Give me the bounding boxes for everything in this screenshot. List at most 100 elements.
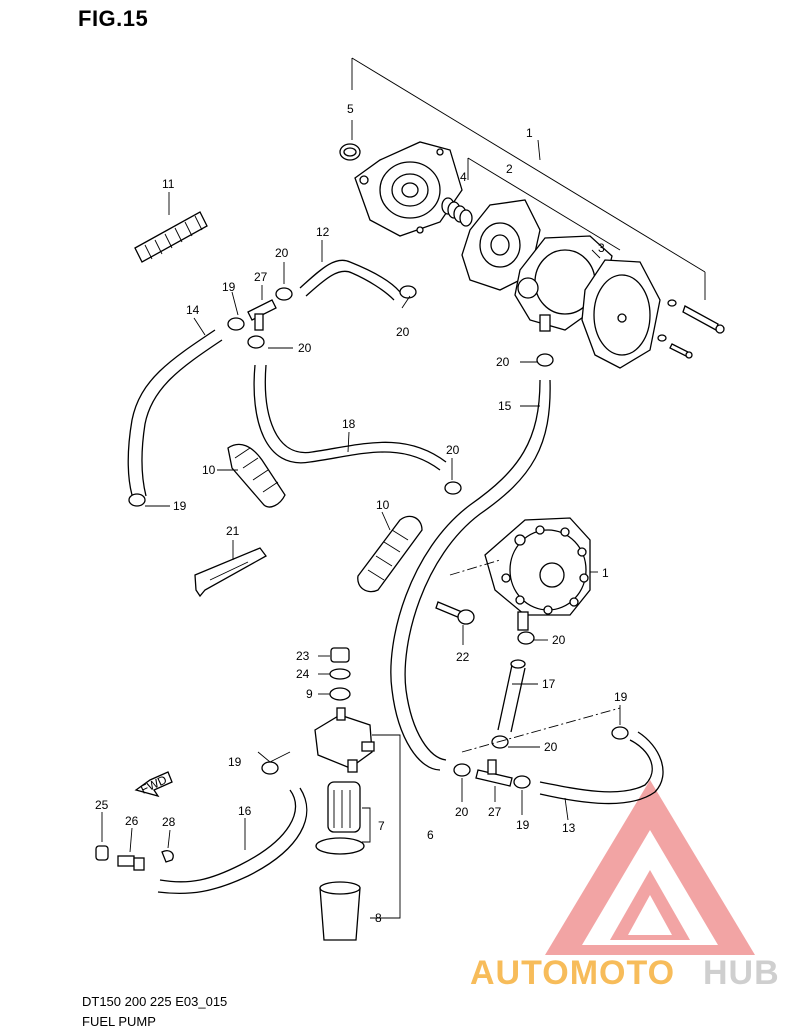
callout-20: 20 [455, 805, 469, 819]
hose-end [510, 659, 526, 669]
protector-sleeve-part-10 [227, 443, 286, 508]
callout-19: 19 [222, 280, 236, 294]
callout-20: 20 [396, 325, 410, 339]
callout-6: 6 [427, 828, 434, 842]
hose-part-18 [253, 364, 441, 471]
pump-back-cover [581, 259, 661, 369]
hose-clamp [517, 631, 535, 645]
o-ring-part-9 [329, 687, 351, 701]
hose-clamp [261, 761, 279, 775]
callout-8: 8 [375, 911, 382, 925]
o-ring-inner [343, 147, 357, 157]
hose-part-13-edge [539, 731, 664, 805]
leader-19 [257, 751, 291, 763]
fuel-pump-assembly [484, 517, 591, 631]
hose-clamp [444, 481, 462, 495]
callout-19: 19 [516, 818, 530, 832]
callout-4: 4 [460, 170, 467, 184]
hose-part-12 [299, 259, 401, 293]
callout-27: 27 [488, 805, 502, 819]
callout-7: 7 [378, 819, 385, 833]
callout-22: 22 [456, 650, 470, 664]
hose-part-13 [539, 739, 653, 793]
callout-20: 20 [496, 355, 510, 369]
hose-clamp [611, 726, 629, 740]
callout-17: 17 [542, 677, 556, 691]
callout-12: 12 [316, 225, 330, 239]
callout-10: 10 [376, 498, 390, 512]
hose-clamp [536, 353, 554, 367]
callout-20: 20 [552, 633, 566, 647]
callout-1: 1 [526, 126, 533, 140]
bracket-part-21 [194, 547, 267, 598]
t-joint-part-27 [227, 299, 277, 349]
hose-clamp [128, 493, 146, 507]
hose-part-15-edge [404, 379, 551, 761]
callout-26: 26 [125, 814, 139, 828]
callout-19: 19 [614, 690, 628, 704]
clip-part-28 [161, 850, 174, 863]
callout-3: 3 [598, 241, 605, 255]
filter-head [314, 707, 375, 773]
hose-part-16-edge [157, 787, 308, 895]
spiral-wrap-part-11 [134, 211, 208, 263]
t-joint-part-27b [453, 735, 531, 789]
guide-line [461, 707, 621, 753]
screw-set-right [657, 299, 725, 359]
callout-19: 19 [228, 755, 242, 769]
fwd-arrow [134, 771, 173, 798]
filter-cup-part-8 [319, 881, 361, 941]
callout-13: 13 [562, 821, 576, 835]
cap-part-25 [95, 845, 109, 861]
connector-part-26 [117, 855, 145, 871]
callout-28: 28 [162, 815, 176, 829]
callout-leaders [101, 192, 621, 853]
hose-part-14 [127, 329, 216, 496]
hose-part-15 [390, 379, 541, 771]
watermark-word-b: HUB [703, 954, 780, 992]
callout-19: 19 [173, 499, 187, 513]
leader-7 [362, 807, 371, 843]
hose-part-18-edge [264, 364, 447, 463]
callout-21: 21 [226, 524, 240, 538]
spring-part-4 [441, 197, 473, 227]
callout-16: 16 [238, 804, 252, 818]
hose-part-17 [497, 664, 513, 731]
callout-24: 24 [296, 667, 310, 681]
callout-20: 20 [544, 740, 558, 754]
assembly-bracket-1 [351, 57, 706, 300]
callout-15: 15 [498, 399, 512, 413]
callout-18: 18 [342, 417, 356, 431]
hose-clamp [275, 285, 417, 301]
callout-1: 1 [602, 566, 609, 580]
callout-9: 9 [306, 687, 313, 701]
figure-title: FIG.15 [78, 6, 149, 31]
watermark-logo [545, 780, 755, 955]
washer-part-24 [329, 668, 351, 680]
filter-element-part-7 [315, 781, 365, 855]
watermark-word-a: AUTOMOTO [470, 954, 675, 992]
callout-23: 23 [296, 649, 310, 663]
hose-part-12-edge [305, 270, 395, 301]
callout-20: 20 [298, 341, 312, 355]
callout-20: 20 [275, 246, 289, 260]
pump-cover-part [354, 141, 463, 237]
hose-part-16 [159, 789, 297, 883]
callout-10: 10 [202, 463, 216, 477]
callout-2: 2 [506, 162, 513, 176]
hose-part-14-edge [141, 339, 223, 497]
callout-numbers: 1 1 2 3 4 5 6 7 8 9 10 10 11 12 13 14 15… [95, 102, 628, 925]
diaphragm-part-2 [461, 199, 541, 291]
guide-line [449, 559, 501, 576]
callout-25: 25 [95, 798, 109, 812]
model-code: DT150 200 225 E03_015 [82, 994, 228, 1009]
callout-27: 27 [254, 270, 268, 284]
leader-6 [370, 734, 401, 919]
callout-11: 11 [162, 177, 175, 191]
callout-14: 14 [186, 303, 200, 317]
callout-5: 5 [347, 102, 354, 116]
bolt-part-22 [435, 601, 475, 625]
protector-sleeve-part-10b [357, 515, 423, 593]
nut-part-23 [330, 647, 350, 663]
